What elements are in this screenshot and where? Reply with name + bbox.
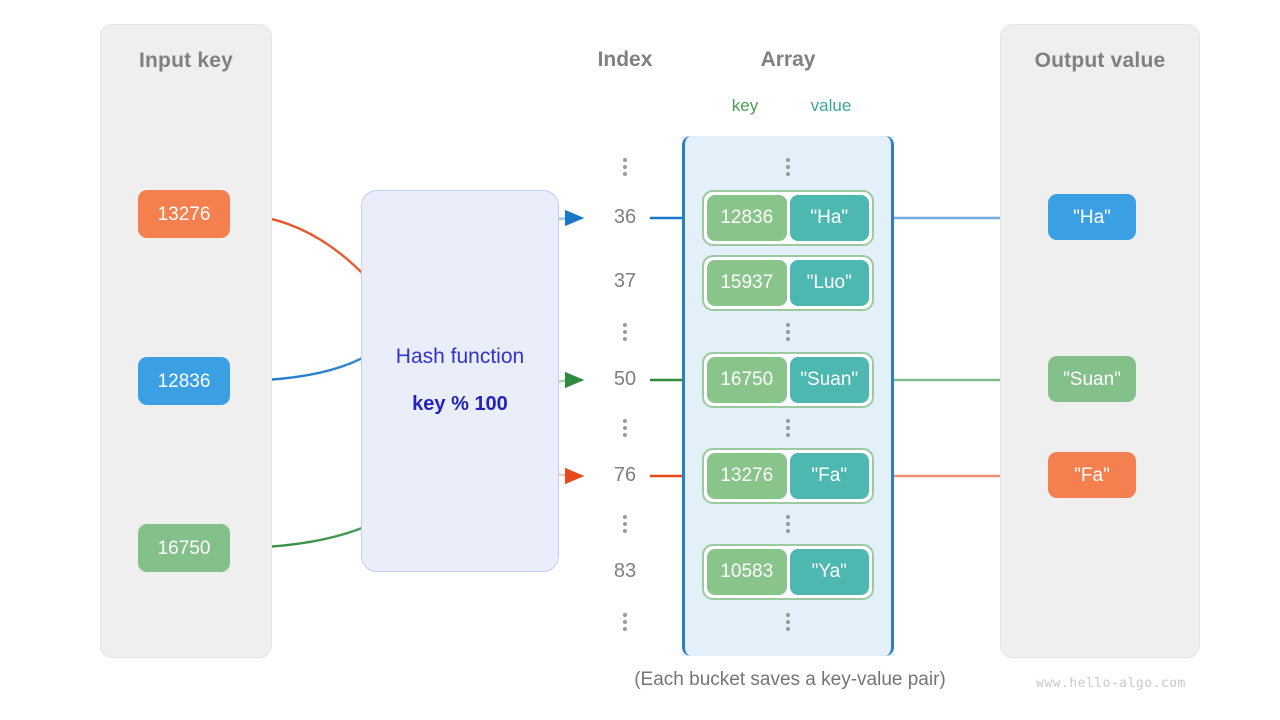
watermark: www.hello-algo.com (1036, 676, 1186, 691)
index-label-37: 37 (613, 270, 637, 292)
diagram-caption: (Each bucket saves a key-value pair) (634, 669, 946, 690)
output-value-panel: Output value (1000, 24, 1200, 658)
index-label-83: 83 (613, 560, 637, 582)
hash-function-formula: key % 100 (412, 393, 508, 415)
hash-function-label: Hash function (395, 345, 525, 368)
index-ellipsis-bottom (595, 610, 655, 634)
hash-function-box (361, 190, 559, 572)
bucket-key: 15937 (707, 260, 787, 306)
output-value-title: Output value (1034, 49, 1166, 72)
index-ellipsis-2 (595, 320, 655, 344)
index-label-50: 50 (613, 368, 637, 390)
array-bracket-left (682, 136, 696, 656)
bucket-key: 16750 (707, 357, 787, 403)
bucket-key: 12836 (707, 195, 787, 241)
index-label-76: 76 (613, 464, 637, 486)
bucket-index-36[interactable]: 12836 "Ha" (702, 190, 874, 246)
key-subheading: key (731, 96, 759, 115)
index-label-36: 36 (613, 206, 637, 228)
array-ellipsis-3 (758, 416, 818, 440)
array-ellipsis-bottom (758, 610, 818, 634)
bucket-value: "Luo" (789, 260, 869, 306)
bucket-index-37[interactable]: 15937 "Luo" (702, 255, 874, 311)
array-column-heading: Array (760, 48, 816, 71)
input-key-13276[interactable]: 13276 (138, 190, 230, 238)
input-key-title: Input key (139, 49, 233, 72)
output-value-fa[interactable]: "Fa" (1048, 452, 1136, 498)
input-key-12836[interactable]: 12836 (138, 357, 230, 405)
bucket-index-50[interactable]: 16750 "Suan" (702, 352, 874, 408)
array-ellipsis-top (758, 155, 818, 179)
bucket-key: 13276 (707, 453, 787, 499)
bucket-index-76[interactable]: 13276 "Fa" (702, 448, 874, 504)
array-bracket-right (880, 136, 894, 656)
array-ellipsis-4 (758, 512, 818, 536)
index-ellipsis-top (595, 155, 655, 179)
bucket-value: "Ha" (789, 195, 869, 241)
array-ellipsis-2 (758, 320, 818, 344)
bucket-key: 10583 (707, 549, 787, 595)
index-ellipsis-4 (595, 512, 655, 536)
input-key-16750[interactable]: 16750 (138, 524, 230, 572)
bucket-index-83[interactable]: 10583 "Ya" (702, 544, 874, 600)
bucket-value: "Ya" (789, 549, 869, 595)
index-column-heading: Index (597, 48, 653, 71)
bucket-value: "Suan" (789, 357, 869, 403)
index-ellipsis-3 (595, 416, 655, 440)
bucket-value: "Fa" (789, 453, 869, 499)
value-subheading: value (810, 96, 852, 115)
output-value-suan[interactable]: "Suan" (1048, 356, 1136, 402)
output-value-ha[interactable]: "Ha" (1048, 194, 1136, 240)
